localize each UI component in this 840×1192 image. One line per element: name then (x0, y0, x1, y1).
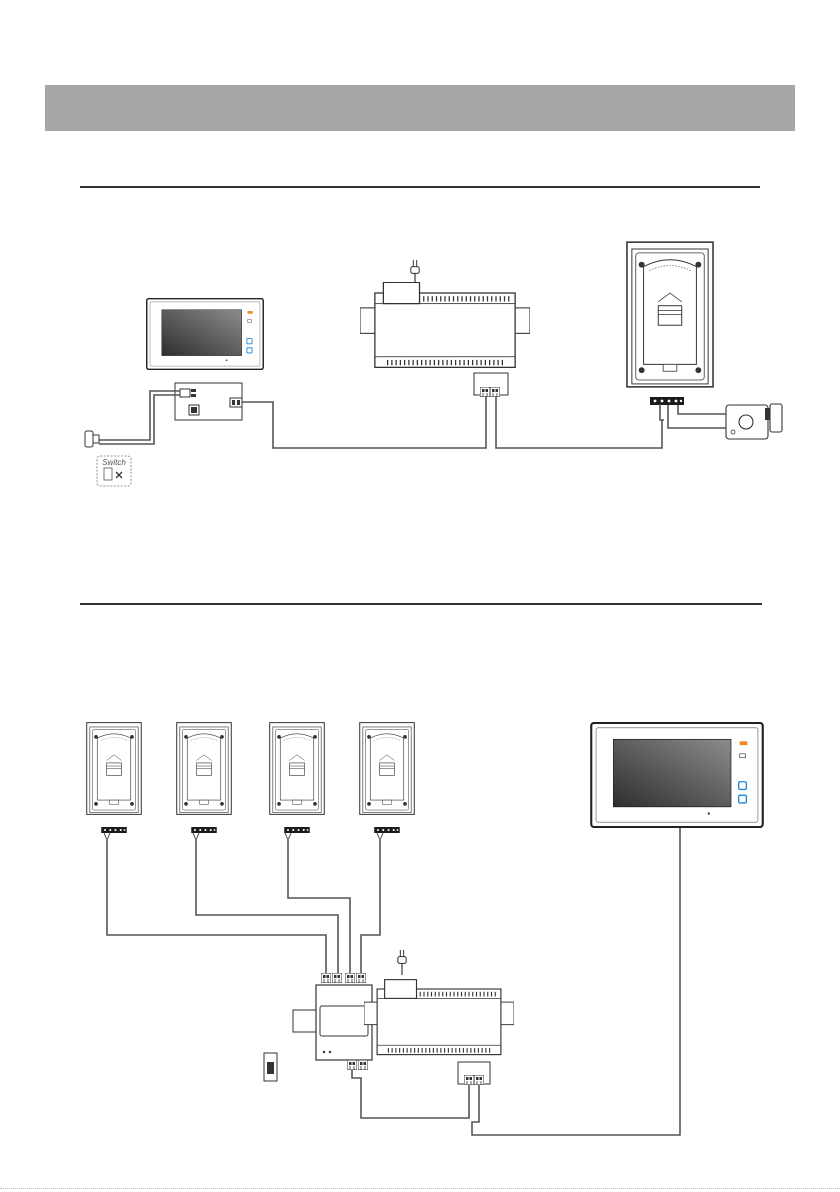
power-plug-1 (411, 260, 419, 285)
outdoor-station-2 (177, 723, 232, 815)
switch-label: Switch (102, 458, 126, 467)
door-station-distributor (293, 973, 372, 1070)
terminal-strip-2 (191, 827, 217, 833)
outdoor-station-3 (270, 723, 325, 815)
indoor-monitor (147, 299, 264, 370)
terminal-strip-3 (284, 827, 310, 833)
diagram-2 (87, 723, 763, 1135)
psu-terminal-box-2 (458, 1062, 490, 1085)
outdoor-station-4 (360, 723, 415, 815)
indoor-monitor-2 (591, 723, 763, 827)
exit-button (85, 431, 99, 447)
diagram-1: Switch (85, 242, 782, 486)
expansion-module (175, 383, 242, 420)
terminal-strip-4 (374, 827, 400, 833)
outdoor-terminal-strip (650, 397, 684, 405)
page-edge-dots (0, 1188, 840, 1189)
power-plug-2 (398, 950, 406, 975)
switch-badge: Switch (97, 456, 131, 486)
outdoor-station-1 (87, 723, 142, 815)
outdoor-station (627, 242, 713, 387)
terminal-strip-1 (101, 827, 127, 833)
mode-switch (264, 1053, 277, 1081)
psu-terminal-box-1 (474, 373, 508, 397)
power-supply-1 (360, 282, 530, 367)
diagram-2-pigtails (104, 833, 383, 840)
power-supply-2 (364, 980, 514, 1055)
electric-lock (726, 404, 782, 439)
